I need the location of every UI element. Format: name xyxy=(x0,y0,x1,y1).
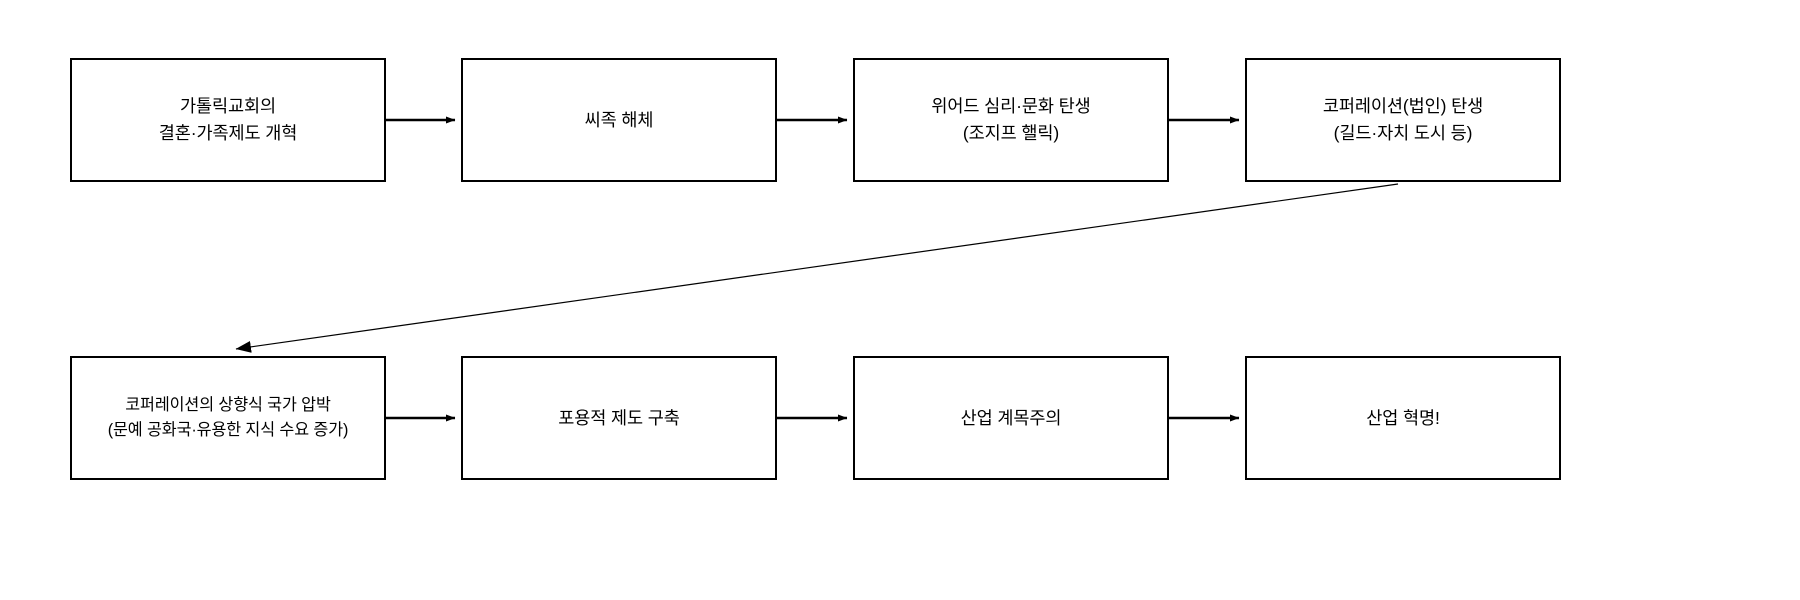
flow-node-catholic-church-reform[interactable]: 가톨릭교회의 결혼·가족제도 개혁 xyxy=(70,58,386,182)
arrow-4-5 xyxy=(235,183,1399,353)
node-label-line-1: 가톨릭교회의 xyxy=(180,96,276,117)
flow-node-industrial-enlightenment[interactable]: 산업 계목주의 xyxy=(853,356,1169,480)
flow-node-bottom-up-state-pressure[interactable]: 코퍼레이션의 상향식 국가 압박 (문예 공화국·유용한 지식 수요 증가) xyxy=(70,356,386,480)
node-label-line-1: 산업 혁명! xyxy=(1366,407,1440,428)
node-label-line-2: (문예 공화국·유용한 지식 수요 증가) xyxy=(107,421,349,439)
flow-node-weird-psychology[interactable]: 위어드 심리·문화 탄생 (조지프 핼릭) xyxy=(853,58,1169,182)
node-label-line-2: 결혼·가족제도 개혁 xyxy=(158,123,298,143)
node-label-line-2: (길드·자치 도시 등) xyxy=(1333,123,1473,143)
node-label-line-1: 포용적 제도 구축 xyxy=(558,407,680,428)
flow-node-inclusive-institutions[interactable]: 포용적 제도 구축 xyxy=(461,356,777,480)
flow-node-industrial-revolution[interactable]: 산업 혁명! xyxy=(1245,356,1561,480)
node-label-line-1: 코퍼레이션(법인) 탄생 xyxy=(1322,96,1484,117)
node-label-line-1: 씨족 해체 xyxy=(584,109,654,130)
node-label-line-1: 코퍼레이션의 상향식 국가 압박 xyxy=(125,396,331,415)
flow-node-corporation-birth[interactable]: 코퍼레이션(법인) 탄생 (길드·자치 도시 등) xyxy=(1245,58,1561,182)
flow-node-clan-dissolution[interactable]: 씨족 해체 xyxy=(461,58,777,182)
node-label-line-1: 위어드 심리·문화 탄생 xyxy=(931,96,1091,117)
node-label-line-2: (조지프 핼릭) xyxy=(962,123,1060,143)
node-label-line-1: 산업 계목주의 xyxy=(960,407,1062,428)
